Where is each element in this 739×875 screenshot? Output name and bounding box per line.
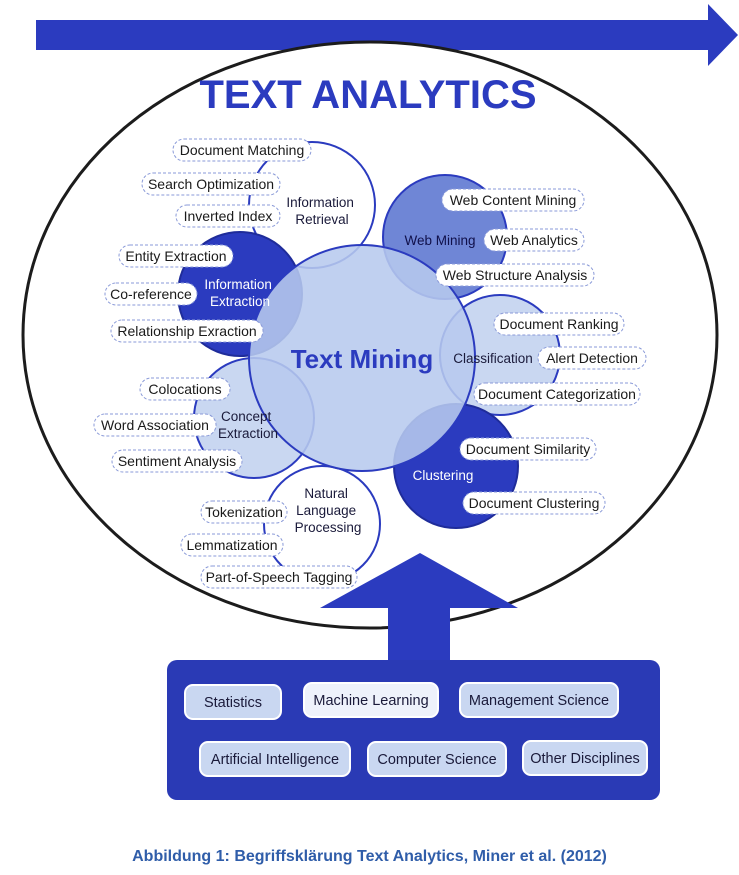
- discipline-computer-science: Computer Science: [377, 752, 496, 768]
- diagram-title: TEXT ANALYTICS: [199, 73, 536, 117]
- item-document-matching: Document Matching: [180, 142, 305, 158]
- item-co-reference: Co-reference: [110, 286, 192, 302]
- item-sentiment-analysis: Sentiment Analysis: [118, 453, 236, 469]
- discipline-machine-learning: Machine Learning: [313, 693, 428, 709]
- web-label: Web Mining: [404, 233, 475, 248]
- item-inverted-index: Inverted Index: [184, 208, 273, 224]
- discipline-artificial-intelligence: Artificial Intelligence: [211, 752, 339, 768]
- item-colocations: Colocations: [148, 381, 221, 397]
- cls-label: Classification: [453, 351, 533, 366]
- ie-label: Information Extraction: [204, 277, 275, 309]
- top-arrow: [36, 4, 738, 66]
- item-document-clustering: Document Clustering: [469, 495, 600, 511]
- item-lemmatization: Lemmatization: [186, 537, 277, 553]
- ir-label: Information Retrieval: [286, 195, 357, 227]
- discipline-statistics: Statistics: [204, 695, 262, 711]
- text-mining-label: Text Mining: [291, 344, 434, 374]
- item-alert-detection: Alert Detection: [546, 350, 638, 366]
- item-part-of-speech-tagging: Part-of-Speech Tagging: [206, 569, 353, 585]
- discipline-management-science: Management Science: [469, 693, 609, 709]
- item-document-categorization: Document Categorization: [478, 386, 636, 402]
- item-relationship-exraction: Relationship Exraction: [117, 323, 256, 339]
- discipline-other-disciplines: Other Disciplines: [530, 751, 640, 767]
- disciplines-panel: [167, 660, 660, 800]
- item-web-analytics: Web Analytics: [490, 232, 578, 248]
- item-tokenization: Tokenization: [205, 504, 283, 520]
- item-entity-extraction: Entity Extraction: [125, 248, 226, 264]
- nlp-label: Natural Language Processing: [295, 486, 362, 535]
- item-search-optimization: Search Optimization: [148, 176, 274, 192]
- up-arrow: [320, 553, 518, 672]
- ce-label: Concept Extraction: [218, 409, 278, 441]
- text-analytics-diagram: TEXT ANALYTICS Text Mining Information R…: [21, 4, 738, 800]
- item-document-ranking: Document Ranking: [499, 316, 618, 332]
- item-word-association: Word Association: [101, 417, 209, 433]
- item-document-similarity: Document Similarity: [466, 441, 590, 457]
- item-web-content-mining: Web Content Mining: [450, 192, 577, 208]
- figure-caption: Abbildung 1: Begriffsklärung Text Analyt…: [132, 848, 607, 865]
- text-mining-circle: [248, 244, 476, 472]
- item-web-structure-analysis: Web Structure Analysis: [443, 267, 587, 283]
- clu-label: Clustering: [413, 468, 474, 483]
